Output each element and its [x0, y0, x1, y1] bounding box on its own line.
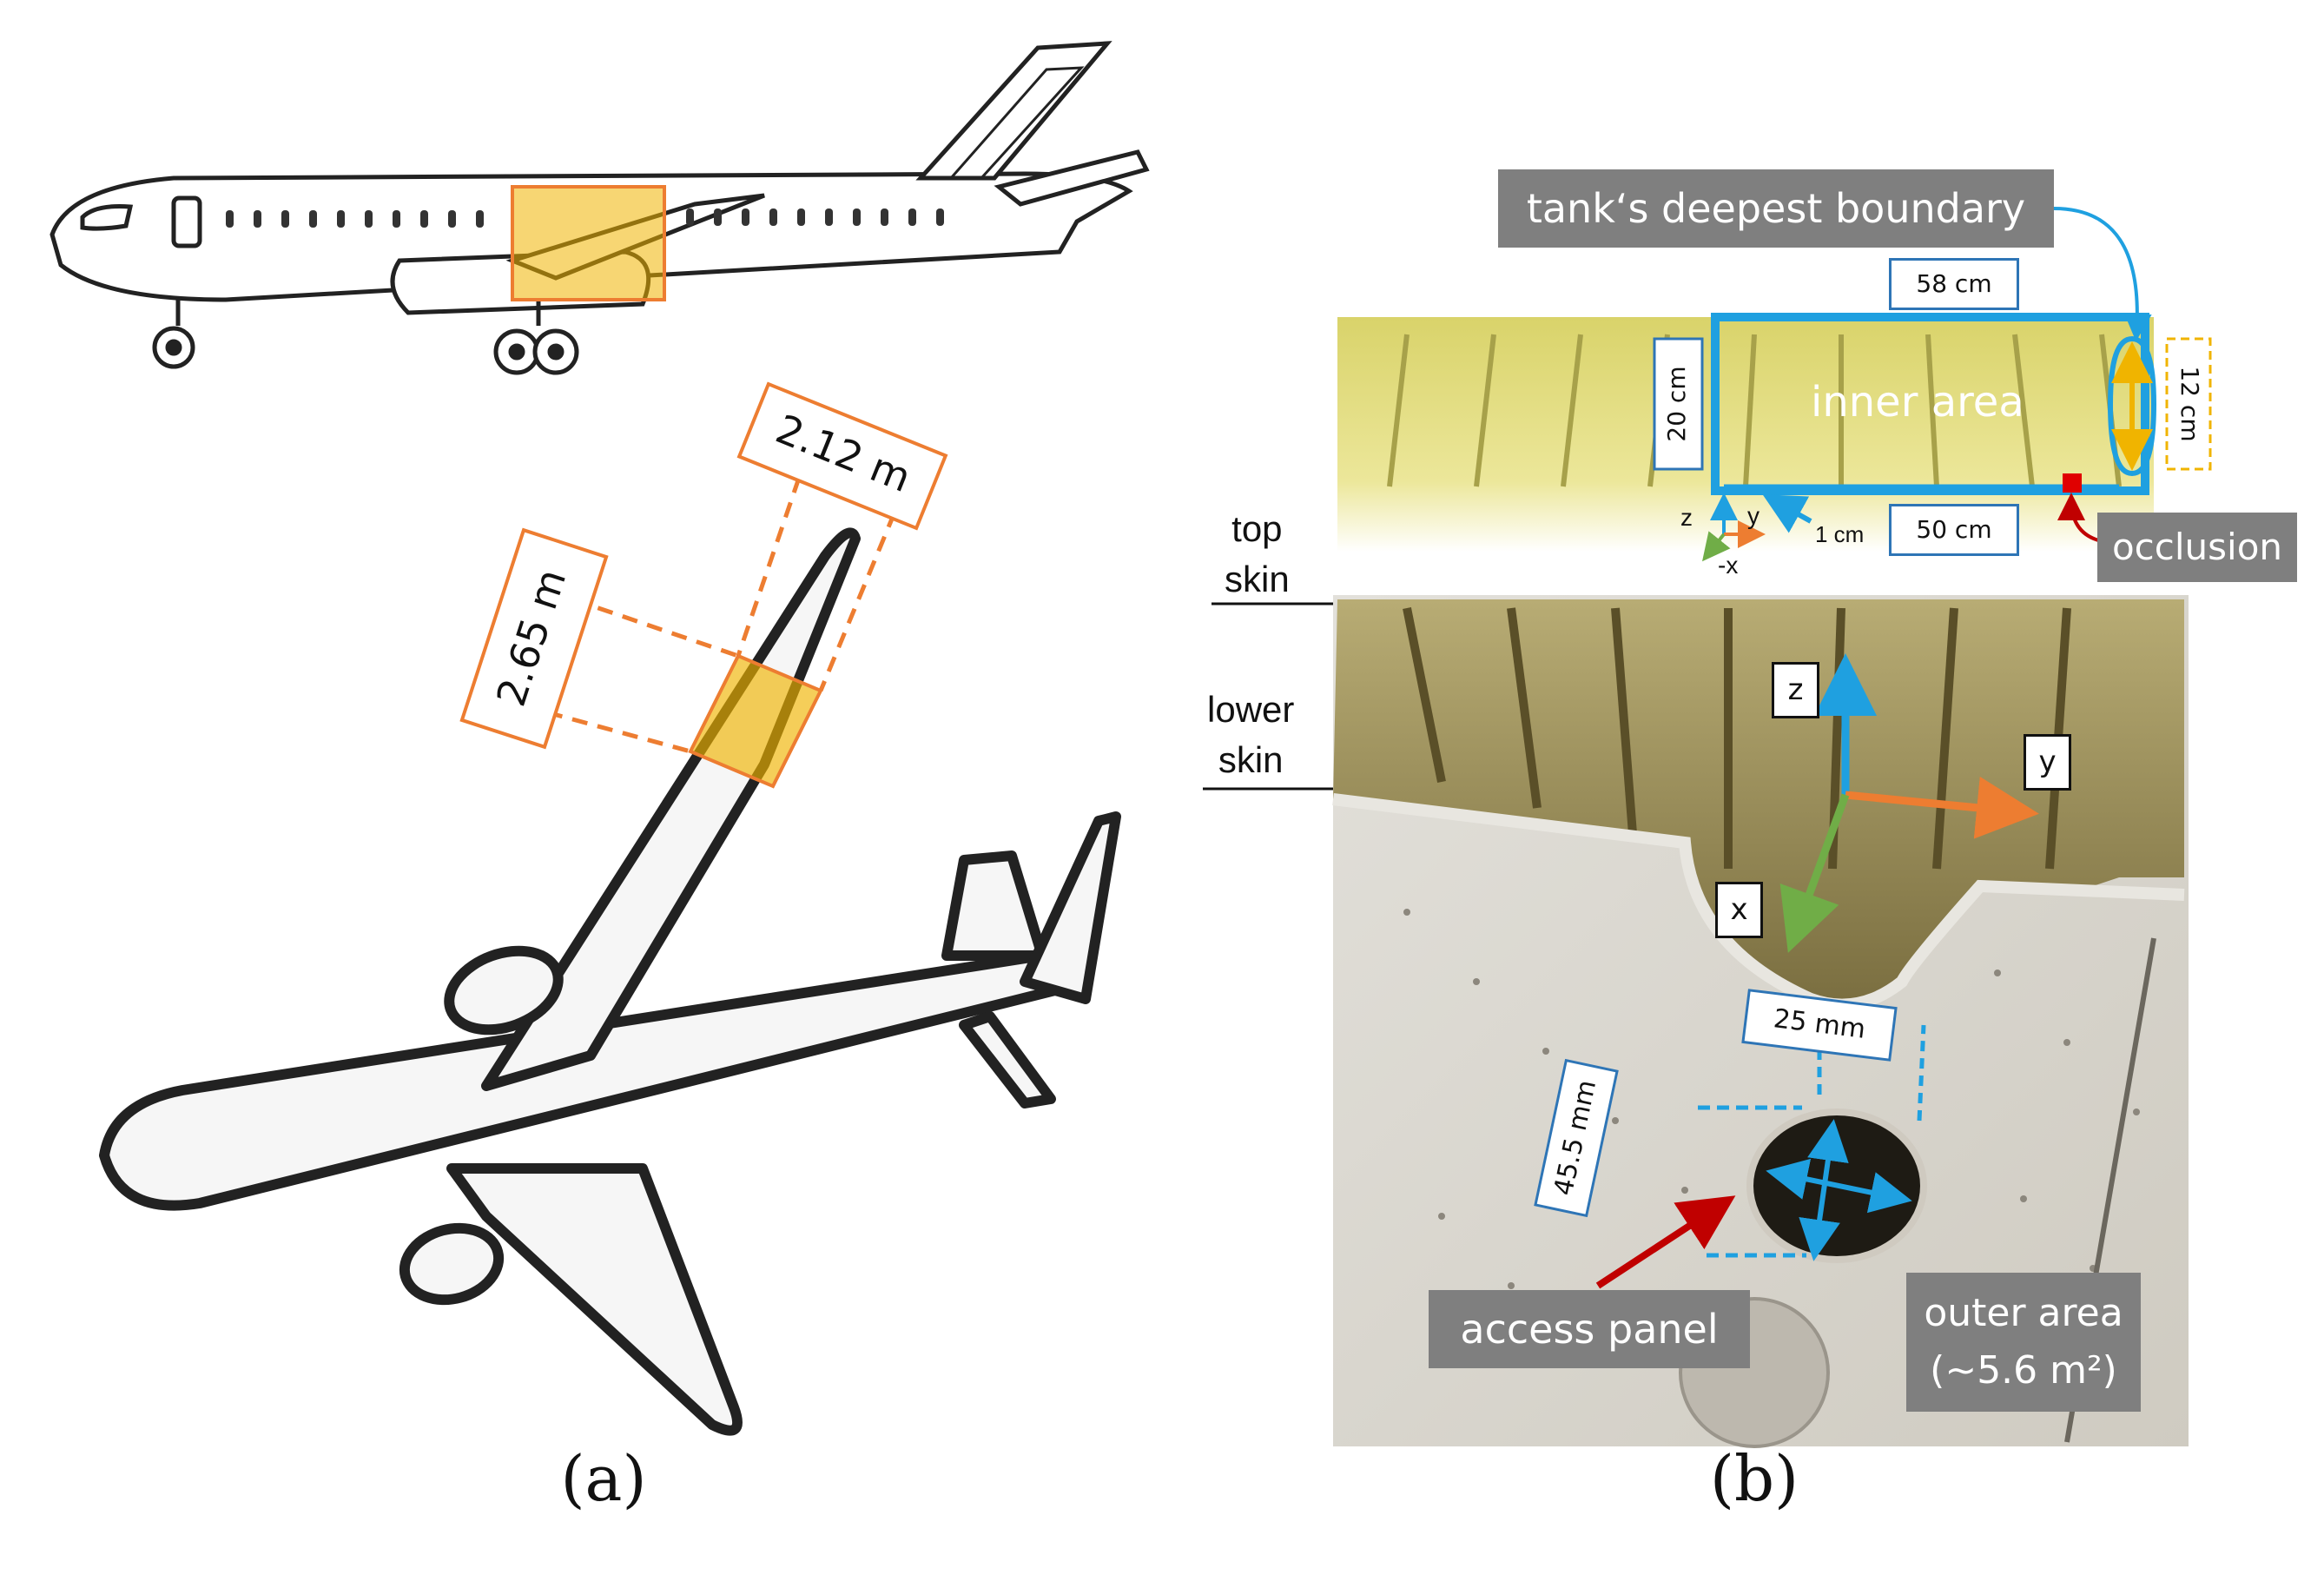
photo-z-label: z [1772, 662, 1819, 718]
dim-58-label: 58 cm [1889, 258, 2019, 310]
outer-area-label: outer area (~5.6 m²) [1906, 1273, 2141, 1412]
occlusion-label: occlusion [2097, 513, 2297, 582]
tank-interior-strip [1337, 317, 2154, 552]
dim-50-label: 50 cm [1889, 504, 2019, 556]
access-panel-dimensions [1698, 1016, 1926, 1261]
top-view-airplane [99, 527, 1121, 1436]
occlusion-marker [2063, 473, 2082, 493]
dim-20-box [1653, 337, 1704, 471]
dim-20-label: 20 cm [1662, 366, 1691, 441]
wing-chord-box [459, 527, 609, 750]
side-view-highlight [511, 185, 666, 301]
dim-1-label: 1 cm [1815, 521, 1865, 547]
tank-boundary-label: tank‘s deepest boundary [1498, 169, 2054, 248]
photo-x-axis [1779, 793, 1850, 953]
outer-area-value: (~5.6 m²) [1930, 1348, 2117, 1393]
lower-skin-label: lower skin [1207, 689, 1295, 780]
dim-45-box [1534, 1058, 1619, 1218]
photo-x-label: x [1715, 882, 1763, 938]
origin-minus-x-label: -x [1718, 552, 1739, 579]
photo-y-axis [1845, 776, 2039, 839]
photo-y-label: y [2024, 734, 2071, 791]
inner-area-label: inner area [1811, 378, 2024, 427]
origin-y-label: y [1747, 502, 1760, 529]
top-view-wing-highlight [688, 653, 823, 789]
origin-x-axis [1702, 531, 1731, 562]
wing-span-box [736, 381, 948, 531]
dim-12-label: 12 cm [2175, 366, 2204, 441]
dim-12-box [2165, 337, 2212, 471]
side-view-windows [226, 208, 944, 228]
one-cm-arrow [1762, 494, 1812, 533]
origin-z-label: z [1680, 504, 1693, 531]
panel-a-caption: (a) [560, 1442, 647, 1515]
tank-ribs [1387, 334, 2122, 487]
tank-boundary-leader [2053, 207, 2152, 341]
panel-a-dimension-lines [546, 477, 897, 754]
access-panel-label: access panel [1429, 1290, 1750, 1368]
panel-b-caption: (b) [1709, 1442, 1799, 1515]
access-panel-arrow [1595, 1195, 1736, 1289]
outer-area-title: outer area [1924, 1291, 2123, 1335]
dim-25-box [1741, 989, 1898, 1062]
top-skin-label: top skin [1225, 508, 1290, 599]
panel-a-label-boxes [459, 381, 948, 750]
